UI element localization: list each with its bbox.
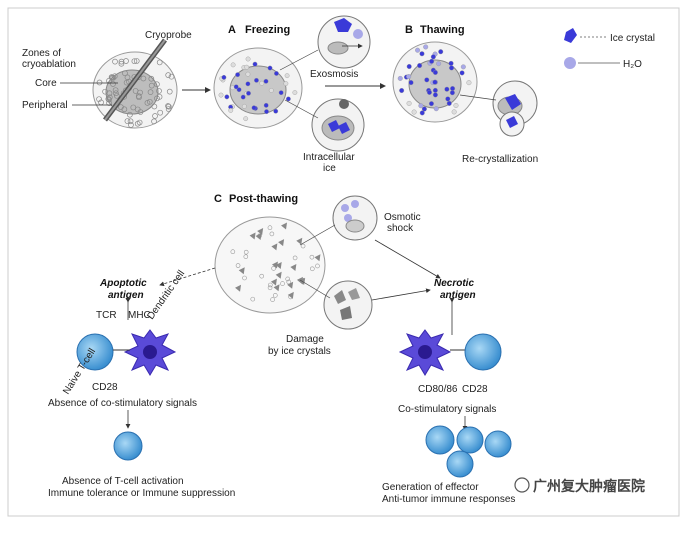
panel-a-letter: A — [228, 24, 236, 36]
damage-label-line2: by ice crystals — [268, 346, 331, 357]
cryoprobe-label: Cryoprobe — [145, 30, 192, 41]
watermark: 广州复大肿瘤医院 — [514, 477, 645, 495]
ice-crystal-legend-icon — [564, 28, 577, 43]
arrow-damage-to-necrotic — [371, 288, 431, 301]
activated-tcell — [464, 333, 502, 371]
legend: Ice crystal H₂O — [564, 28, 655, 70]
damage-label-line1: Damage — [286, 334, 324, 345]
right-signal-text: Co-stimulatory signals — [398, 404, 496, 415]
intracellular-ice-inset — [311, 98, 365, 152]
post-thawing-cell-cluster — [214, 216, 326, 314]
exosmosis-inset — [317, 15, 371, 69]
osmotic-shock-label-line1: Osmotic — [384, 212, 421, 223]
left-outcome-line2: Immune tolerance or Immune suppression — [48, 488, 235, 499]
recrystallization-label: Re-crystallization — [462, 154, 538, 165]
right-outcome-line2: Anti-tumor immune responses — [382, 494, 515, 505]
arrow-osmotic-to-necrotic — [374, 239, 441, 279]
tcr-label: TCR — [96, 310, 117, 321]
arrow-to-apoptotic — [159, 267, 216, 287]
panel-b-letter: B — [405, 24, 413, 36]
intracellular-label-line2: ice — [323, 163, 336, 174]
cryoablation-cell-cluster — [92, 38, 178, 129]
naive-tcell — [76, 333, 114, 371]
panel-a-title: Freezing — [245, 24, 290, 36]
osmotic-shock-label-line2: shock — [387, 223, 414, 234]
water-legend-icon — [564, 57, 576, 69]
left-outcome-line1: Absence of T-cell activation — [62, 476, 184, 487]
panel-b-title: Thawing — [420, 24, 465, 36]
dendritic-cell-right — [398, 329, 452, 376]
apoptotic-antigen-line1: Apoptotic — [99, 278, 147, 289]
dendritic-cell-label: Dendritic cell — [145, 269, 187, 322]
necrotic-antigen-line1: Necrotic — [434, 278, 474, 289]
panel-c-letter: C — [214, 193, 222, 205]
intracellular-label-line1: Intracellular — [303, 152, 355, 163]
cd28-right-label: CD28 — [462, 384, 488, 395]
thawing-cell-cluster — [392, 41, 478, 123]
inactive-tcell — [113, 431, 143, 461]
mhc-label: MHC — [128, 310, 151, 321]
cd28-left-label: CD28 — [92, 382, 118, 393]
left-signal-text: Absence of co-stimulatory signals — [48, 398, 197, 409]
zones-label-line2: cryoablation — [22, 59, 76, 70]
panel-c-title: Post-thawing — [229, 193, 298, 205]
apoptotic-antigen-line2: antigen — [108, 290, 144, 301]
legend-ice-crystal: Ice crystal — [610, 33, 655, 44]
effector-tcells — [425, 425, 512, 478]
legend-water: H₂O — [623, 59, 642, 70]
cd80-86-label: CD80/86 — [418, 384, 458, 395]
wechat-icon — [514, 477, 530, 493]
osmotic-shock-inset — [332, 195, 378, 241]
necrotic-antigen-line2: antigen — [440, 290, 476, 301]
exosmosis-label: Exosmosis — [310, 69, 358, 80]
figure-frame — [7, 7, 680, 517]
peripheral-label: Peripheral — [22, 100, 68, 111]
ice-damage-inset — [323, 280, 373, 330]
core-label: Core — [35, 78, 57, 89]
recrystallization-inset — [492, 80, 538, 137]
right-outcome-line1: Generation of effector — [382, 482, 479, 493]
zones-label-line1: Zones of — [22, 48, 61, 59]
watermark-text: 广州复大肿瘤医院 — [533, 478, 645, 495]
dendritic-cell-left — [123, 329, 177, 376]
freezing-cell-cluster — [213, 47, 303, 129]
